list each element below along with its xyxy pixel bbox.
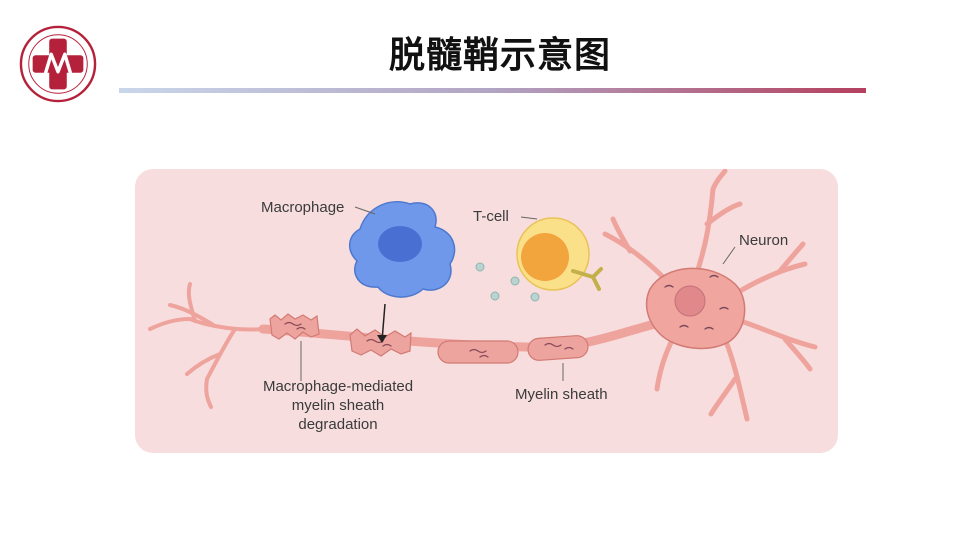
title-divider: [119, 88, 866, 93]
myelin-sheath-label: Myelin sheath: [515, 386, 608, 403]
macrophage-arrow: [381, 303, 386, 342]
t-cell: [516, 217, 603, 291]
axon-terminal-branches: [148, 282, 267, 409]
macrophage-label: Macrophage: [261, 199, 345, 216]
macrophage-cell: [349, 201, 456, 298]
university-logo: [19, 25, 97, 103]
label-leader-lines: [300, 206, 736, 381]
degradation-label: Macrophage-mediated myelin sheath degrad…: [262, 378, 414, 433]
neuron-nucleus: [674, 285, 706, 317]
neuron-label: Neuron: [739, 232, 789, 249]
cytokine-particles: [475, 262, 540, 302]
myelin-sheaths: [437, 335, 589, 364]
page-title: 脱髓鞘示意图: [388, 35, 611, 76]
demyelination-diagram: Macrophage T-cell Neuron Macrophage-medi…: [135, 169, 838, 453]
t-cell-label: T-cell: [473, 208, 509, 225]
neuron-dendrites: [602, 169, 818, 422]
